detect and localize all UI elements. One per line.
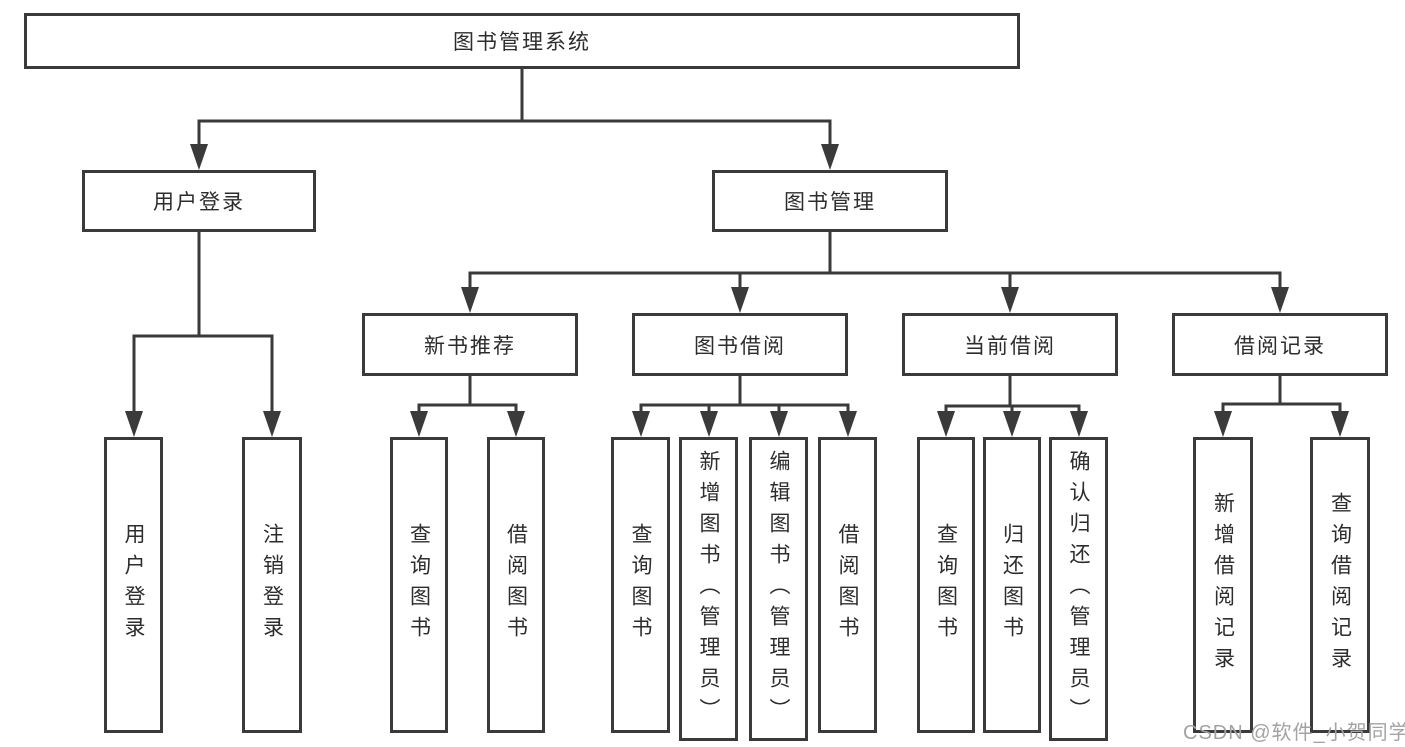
node-root: 图书管理系统 bbox=[24, 13, 1020, 69]
node-leaf-records-query-record: 查询借阅记录 bbox=[1310, 437, 1370, 733]
node-new-book-recommendation-label: 新书推荐 bbox=[424, 334, 516, 358]
node-book-borrowing: 图书借阅 bbox=[632, 313, 848, 376]
node-leaf-records-query-record-label: 查询借阅记录 bbox=[1328, 492, 1352, 678]
node-book-management-label: 图书管理 bbox=[784, 191, 876, 214]
node-leaf-logout-label: 注销登录 bbox=[260, 523, 284, 647]
node-leaf-current-query-books-label: 查询图书 bbox=[934, 523, 958, 647]
node-leaf-current-confirm-return: 确认归还（管理员） bbox=[1049, 437, 1108, 741]
node-leaf-borrowing-add-books: 新增图书（管理员） bbox=[679, 437, 738, 741]
node-book-borrowing-label: 图书借阅 bbox=[694, 334, 786, 358]
node-leaf-records-add-record-label: 新增借阅记录 bbox=[1211, 492, 1235, 678]
node-leaf-recommend-query-books-label: 查询图书 bbox=[407, 523, 431, 647]
node-leaf-borrowing-edit-books: 编辑图书（管理员） bbox=[749, 437, 808, 741]
node-leaf-user-login: 用户登录 bbox=[104, 437, 163, 733]
node-leaf-user-login-label: 用户登录 bbox=[122, 523, 145, 647]
node-current-borrowing: 当前借阅 bbox=[902, 313, 1118, 376]
node-leaf-current-confirm-return-label: 确认归还（管理员） bbox=[1067, 449, 1090, 729]
node-leaf-recommend-borrow-books: 借阅图书 bbox=[487, 437, 545, 733]
node-leaf-logout: 注销登录 bbox=[242, 437, 302, 733]
node-borrowing-records: 借阅记录 bbox=[1172, 313, 1388, 376]
node-leaf-current-return-books: 归还图书 bbox=[983, 437, 1041, 733]
node-leaf-current-return-books-label: 归还图书 bbox=[1000, 523, 1024, 647]
node-user-login-label: 用户登录 bbox=[153, 191, 245, 214]
node-leaf-borrowing-borrow-books: 借阅图书 bbox=[818, 437, 877, 733]
node-user-login: 用户登录 bbox=[82, 170, 316, 232]
node-root-label: 图书管理系统 bbox=[453, 31, 591, 54]
node-leaf-borrowing-add-books-label: 新增图书（管理员） bbox=[697, 449, 720, 729]
node-leaf-recommend-query-books: 查询图书 bbox=[390, 437, 448, 733]
node-leaf-borrowing-borrow-books-label: 借阅图书 bbox=[836, 523, 859, 647]
node-leaf-recommend-borrow-books-label: 借阅图书 bbox=[504, 523, 528, 647]
node-new-book-recommendation: 新书推荐 bbox=[362, 313, 578, 376]
node-leaf-records-add-record: 新增借阅记录 bbox=[1193, 437, 1253, 733]
arrowheads bbox=[125, 144, 1349, 437]
node-book-management: 图书管理 bbox=[712, 170, 948, 232]
node-leaf-borrowing-query-books: 查询图书 bbox=[611, 437, 670, 733]
node-leaf-borrowing-edit-books-label: 编辑图书（管理员） bbox=[767, 449, 790, 729]
watermark: CSDN @软件_小贺同学 bbox=[1183, 722, 1405, 744]
node-borrowing-records-label: 借阅记录 bbox=[1234, 334, 1326, 358]
node-current-borrowing-label: 当前借阅 bbox=[964, 334, 1056, 358]
node-leaf-borrowing-query-books-label: 查询图书 bbox=[629, 523, 652, 647]
node-leaf-current-query-books: 查询图书 bbox=[917, 437, 975, 733]
